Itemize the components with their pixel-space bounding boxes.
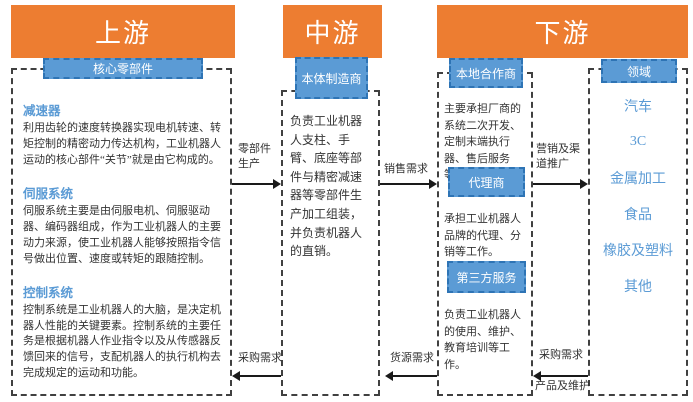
label-product-maintenance: 产品及维护 bbox=[535, 380, 590, 392]
arrow-purchase-right-line bbox=[541, 375, 588, 377]
label-purchase-demand-right: 采购需求 bbox=[539, 349, 583, 361]
arrow-purchase-left-head-icon bbox=[232, 371, 240, 381]
field-item-automotive: 汽车 bbox=[624, 100, 652, 115]
upstream-box bbox=[11, 68, 232, 396]
tag-core-components: 核心零部件 bbox=[43, 58, 203, 79]
field-item-rubber-plastic: 橡胶及塑料 bbox=[603, 244, 673, 259]
control-title: 控制系统 bbox=[23, 285, 74, 300]
midstream-content: 负责工业机器人支柱、手臂、底座等部件与精密减速器等零部件生产加工组装，并负责机器… bbox=[290, 112, 372, 261]
tag-third-party-service: 第三方服务 bbox=[447, 261, 526, 293]
midstream-box bbox=[281, 90, 380, 396]
arrow-supply-demand-line bbox=[393, 375, 437, 377]
downstream-header: 下游 bbox=[437, 5, 688, 58]
third-party-body: 负责工业机器人的使用、维护、教育培训等工作。 bbox=[444, 309, 521, 371]
arrow-supply-demand-head-icon bbox=[385, 371, 393, 381]
midstream-header: 中游 bbox=[283, 5, 382, 58]
reducer-body: 利用齿轮的速度转换器实现电机转速、转矩控制的精密动力传达机构，工业机器人运动的核… bbox=[23, 122, 221, 166]
arrow-parts-production-head-icon bbox=[273, 179, 281, 189]
upstream-header: 上游 bbox=[11, 5, 235, 58]
downstream-fields-box bbox=[588, 68, 688, 396]
servo-body: 伺服系统主要是由伺服电机、伺服驱动器、编码器组成，作为工业机器人的主要动力来源，… bbox=[23, 204, 221, 265]
field-item-3c: 3C bbox=[629, 134, 647, 149]
agent-body: 承担工业机器人品牌的代理、分销等工作。 bbox=[444, 213, 521, 258]
upstream-content: 减速器 利用齿轮的速度转换器实现电机转速、转矩控制的精密动力传达机构，工业机器人… bbox=[23, 92, 223, 382]
servo-title: 伺服系统 bbox=[23, 186, 74, 201]
label-marketing-channel: 营销及渠道推广 bbox=[536, 143, 580, 171]
arrow-purchase-right-head-icon bbox=[533, 371, 541, 381]
arrow-parts-production-line bbox=[232, 183, 274, 185]
reducer-title: 减速器 bbox=[23, 104, 61, 118]
downstream-partner-box bbox=[437, 72, 533, 396]
label-purchase-demand-left: 采购需求 bbox=[238, 352, 282, 364]
arrow-sales-demand-head-icon bbox=[429, 179, 437, 189]
field-item-other: 其他 bbox=[624, 280, 652, 295]
label-supply-demand: 货源需求 bbox=[390, 352, 434, 364]
field-item-metal: 金属加工 bbox=[610, 172, 666, 187]
label-sales-demand: 销售需求 bbox=[384, 163, 428, 175]
arrow-sales-demand-line bbox=[380, 183, 430, 185]
label-parts-production: 零部件生产 bbox=[238, 143, 271, 171]
arrow-marketing-channel-head-icon bbox=[580, 179, 588, 189]
control-body: 控制系统是工业机器人的大脑，是决定机器人性能的关键要素。控制系统的主要任务是根据… bbox=[23, 303, 221, 380]
arrow-marketing-channel-line bbox=[533, 183, 581, 185]
arrow-purchase-left-line bbox=[240, 375, 281, 377]
tag-local-partner: 本地合作商 bbox=[449, 58, 523, 88]
tag-agent: 代理商 bbox=[448, 167, 525, 197]
tag-field: 领域 bbox=[601, 59, 677, 83]
midstream-body: 负责工业机器人支柱、手臂、底座等部件与精密减速器等零部件生产加工组装，并负责机器… bbox=[290, 114, 363, 259]
field-list: 汽车 3C 金属加工 食品 橡胶及塑料 其他 bbox=[589, 88, 687, 304]
tag-body-manufacturer: 本体制造商 bbox=[295, 57, 368, 99]
field-item-food: 食品 bbox=[624, 208, 652, 223]
